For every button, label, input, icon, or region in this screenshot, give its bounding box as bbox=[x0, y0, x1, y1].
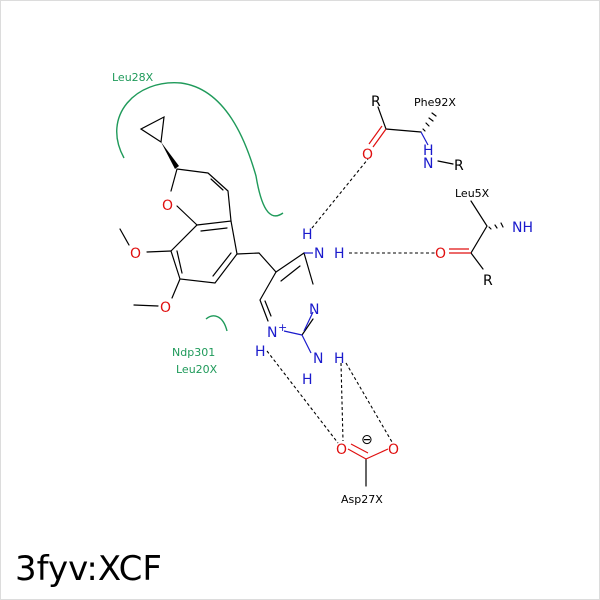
leu5-oxygen: O bbox=[435, 246, 446, 262]
n1-hydrogen: H bbox=[255, 344, 266, 360]
n1-charge: + bbox=[278, 321, 287, 334]
amine-h-bottom-right: H bbox=[334, 351, 345, 367]
hbond-asp27-b bbox=[340, 362, 344, 442]
wedge-bond bbox=[161, 142, 179, 169]
ring-o-bond bbox=[176, 205, 198, 226]
ring-oxygen: O bbox=[162, 198, 173, 214]
amine-h-bottom-down: H bbox=[302, 372, 313, 388]
methoxy-oxygen-1: O bbox=[130, 246, 141, 262]
pyrimidine-n-bonds bbox=[283, 311, 314, 336]
leu5-backbone bbox=[470, 200, 488, 270]
chromene-bonds bbox=[170, 168, 232, 222]
phe92-n: N bbox=[423, 156, 433, 172]
cyclopropyl-ring bbox=[139, 115, 165, 144]
phe92-h: H bbox=[423, 143, 434, 159]
leu20-label: Leu20X bbox=[176, 363, 218, 376]
phe92-oxygen: O bbox=[362, 147, 373, 163]
phe92-backbone bbox=[377, 106, 422, 133]
amine-n-bottom: N bbox=[313, 351, 323, 367]
methoxy-1 bbox=[119, 228, 172, 253]
leu5-r: R bbox=[483, 273, 493, 289]
phe92-nh-bond bbox=[420, 131, 429, 146]
leu5-carbonyl bbox=[449, 248, 471, 254]
asp27-oxygen-1: O bbox=[336, 442, 347, 458]
amine-h-top: H bbox=[302, 227, 313, 243]
phe92-nr-bond bbox=[437, 160, 454, 165]
asp27-co-bonds bbox=[347, 443, 389, 460]
leu5-label: Leu5X bbox=[455, 187, 490, 200]
pyrimidine-n3: N bbox=[309, 302, 319, 318]
structure-id-title: 3fyv:XCF bbox=[15, 549, 162, 589]
leu5-nh: NH bbox=[512, 220, 533, 236]
benzo-inner-bonds bbox=[176, 227, 232, 277]
methylene-linker bbox=[236, 252, 277, 273]
hbond-phe92 bbox=[311, 158, 369, 229]
hbond-asp27-c bbox=[345, 362, 393, 443]
chromene-double bbox=[210, 178, 224, 191]
phe92-r2: R bbox=[454, 158, 464, 174]
phe92-hash bbox=[422, 112, 437, 132]
leu28-contact-arc bbox=[116, 82, 284, 217]
asp27-oxygen-2: O bbox=[388, 442, 399, 458]
asp27-label: Asp27X bbox=[341, 493, 383, 506]
leu5-hash bbox=[488, 222, 504, 230]
phe92-carbonyl bbox=[368, 125, 387, 148]
amine-h-right: H bbox=[334, 246, 345, 262]
methoxy-oxygen-2: O bbox=[160, 300, 171, 316]
ndp-contact-arc bbox=[205, 315, 228, 332]
phe92-r: R bbox=[371, 94, 381, 110]
amine-n-top: N bbox=[314, 246, 324, 262]
phe92-label: Phe92X bbox=[414, 96, 456, 109]
amino-bottom-bond bbox=[301, 334, 312, 354]
ndp301-label: Ndp301 bbox=[172, 346, 215, 359]
hbond-asp27-a bbox=[266, 350, 339, 444]
methoxy-2 bbox=[133, 278, 181, 307]
pyrimidine-inner bbox=[264, 265, 301, 317]
asp27-charge: ⊖ bbox=[361, 432, 373, 448]
pyrimidine-n1: N bbox=[267, 325, 277, 341]
leu28-label: Leu28X bbox=[112, 71, 154, 84]
